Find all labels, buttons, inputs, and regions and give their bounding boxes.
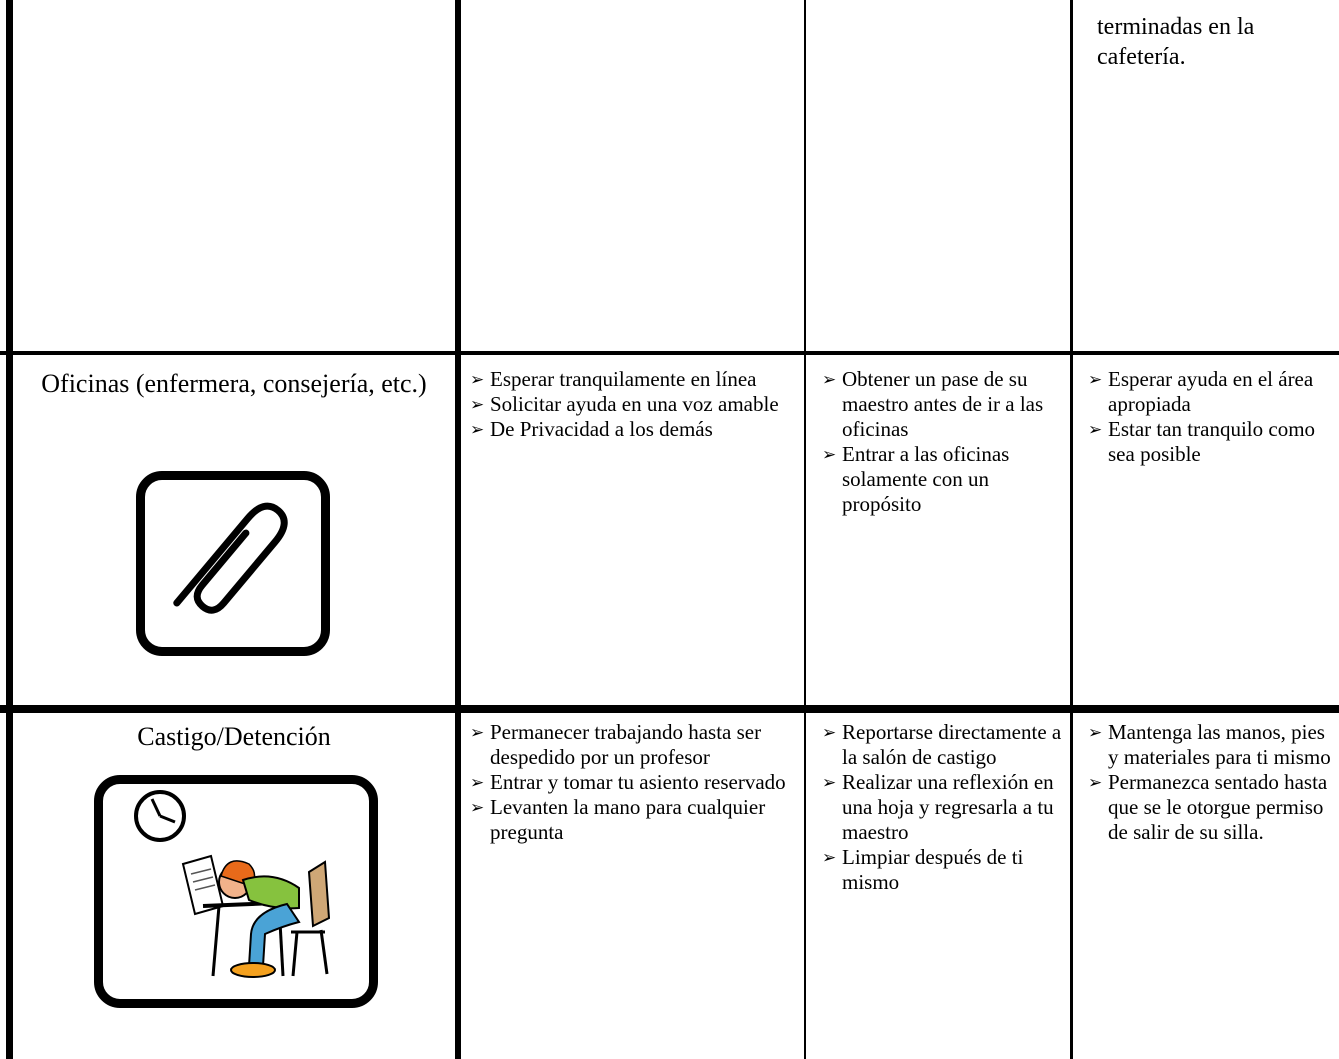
list-item: ➢Esperar tranquilamente en línea bbox=[470, 367, 757, 391]
detention-student-clock-icon bbox=[134, 790, 331, 978]
paperclip-icon bbox=[173, 502, 288, 614]
row-label-oficinas: Oficinas (enfermera, consejería, etc.) bbox=[41, 369, 427, 398]
row-divider-2 bbox=[0, 705, 1339, 713]
column-divider-2 bbox=[804, 0, 806, 1059]
list-item: ➢Entrar a las oficinas solamente con un … bbox=[822, 442, 1010, 516]
list-item: ➢Mantenga las manos, pies y materiales p… bbox=[1088, 720, 1331, 769]
top-row-col4-text: terminadas en la cafetería. bbox=[1097, 14, 1255, 70]
row2-col3-rules: ➢Reportarse directamente a la salón de c… bbox=[822, 720, 1062, 895]
row-divider-1 bbox=[0, 351, 1339, 355]
row2-col2-rules: ➢Permanecer trabajando hasta ser despedi… bbox=[470, 720, 800, 845]
list-item: ➢Reportarse directamente a la salón de c… bbox=[822, 720, 1062, 769]
row1-col3-rules: ➢Obtener un pase de su maestro antes de … bbox=[822, 367, 1062, 517]
list-item: ➢Estar tan tranquilo como sea posible bbox=[1088, 417, 1316, 466]
column-divider-3 bbox=[1070, 0, 1073, 1059]
row2-col4-rules: ➢Mantenga las manos, pies y materiales p… bbox=[1088, 720, 1336, 845]
list-item: ➢Limpiar después de ti mismo bbox=[822, 845, 1024, 894]
list-item: ➢Esperar ayuda en el área apropiada bbox=[1088, 367, 1314, 416]
list-item: ➢Permanezca sentado hasta que se le otor… bbox=[1088, 770, 1328, 844]
column-divider-1 bbox=[455, 0, 461, 1059]
paperclip-icon-frame bbox=[136, 471, 330, 656]
row1-col4-rules: ➢Esperar ayuda en el área apropiada ➢Est… bbox=[1088, 367, 1336, 467]
list-item: ➢Entrar y tomar tu asiento reservado bbox=[470, 770, 786, 794]
row-label-castigo: Castigo/Detención bbox=[137, 722, 331, 751]
detention-icon-frame bbox=[94, 775, 378, 1008]
list-item: ➢Realizar una reflexión en una hoja y re… bbox=[822, 770, 1054, 844]
table-left-border bbox=[6, 0, 13, 1059]
list-item: ➢Levanten la mano para cualquier pregunt… bbox=[470, 795, 766, 844]
list-item: ➢Obtener un pase de su maestro antes de … bbox=[822, 367, 1044, 441]
list-item: ➢Permanecer trabajando hasta ser despedi… bbox=[470, 720, 762, 769]
list-item: ➢De Privacidad a los demás bbox=[470, 417, 713, 441]
list-item: ➢Solicitar ayuda en una voz amable bbox=[470, 392, 779, 416]
row1-col2-rules: ➢Esperar tranquilamente en línea ➢Solici… bbox=[470, 367, 800, 442]
